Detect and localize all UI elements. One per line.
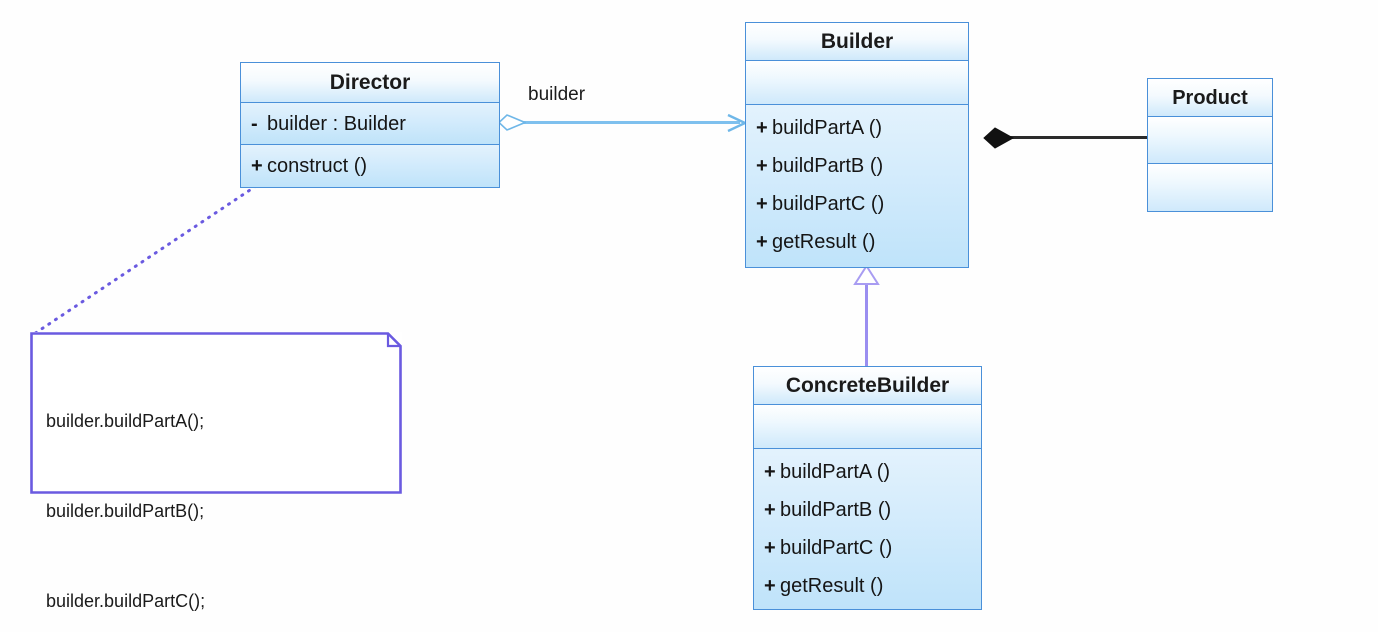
operation-text: construct () [267,155,368,177]
class-operation-row: +buildPartC () [746,185,968,223]
visibility-marker: + [251,155,263,177]
class-box-builder[interactable]: Builder +buildPartA () +buildPartB () +b… [745,22,969,268]
association-arrowhead-icon [727,113,746,133]
operation-text: getResult () [780,575,884,597]
association-line-director-builder [514,121,740,124]
class-title-product: Product [1148,79,1272,117]
class-operation-row: +buildPartC () [754,529,981,567]
class-operation-row: +buildPartB () [754,491,981,529]
composition-line-builder-product [1010,136,1150,139]
operation-text: buildPartB () [772,155,884,177]
class-operation-row: +buildPartA () [746,109,968,147]
note-box[interactable] [30,332,402,494]
class-attributes-product [1148,117,1272,164]
operation-text: getResult () [772,231,876,253]
visibility-marker: + [756,231,768,253]
generalization-line-concretebuilder-builder [865,282,868,368]
class-operation-row: +getResult () [754,567,981,605]
class-operations-builder: +buildPartA () +buildPartB () +buildPart… [746,105,968,267]
operation-text: buildPartB () [780,499,892,521]
visibility-marker: + [756,117,768,139]
visibility-marker: + [756,155,768,177]
note-content: builder.buildPartA(); builder.buildPartB… [46,346,386,632]
class-operations-product [1148,164,1272,211]
generalization-triangle-icon [853,264,880,285]
operation-text: buildPartC () [772,193,885,215]
class-box-director[interactable]: Director -builder : Builder +construct (… [240,62,500,188]
class-title-director: Director [241,63,499,103]
operation-text: buildPartA () [772,117,883,139]
class-attributes-director: -builder : Builder [241,103,499,145]
class-operation-row: +buildPartA () [754,453,981,491]
visibility-marker: + [764,499,776,521]
visibility-marker: - [251,113,258,135]
class-operation-row: +construct () [241,145,499,187]
class-operation-row: +getResult () [746,223,968,261]
class-box-product[interactable]: Product [1147,78,1273,212]
visibility-marker: + [764,461,776,483]
visibility-marker: + [764,575,776,597]
class-attributes-concretebuilder [754,405,981,449]
note-line: builder.buildPartC(); [46,591,206,611]
attribute-text: builder : Builder [267,113,406,135]
composition-diamond-icon [983,127,1015,149]
note-line: builder.buildPartB(); [46,501,205,521]
class-title-concretebuilder: ConcreteBuilder [754,367,981,405]
class-attributes-builder [746,61,968,105]
class-operations-concretebuilder: +buildPartA () +buildPartB () +buildPart… [754,449,981,609]
class-box-concretebuilder[interactable]: ConcreteBuilder +buildPartA () +buildPar… [753,366,982,610]
aggregation-diamond-icon [498,114,526,131]
class-operation-row: +buildPartB () [746,147,968,185]
visibility-marker: + [764,537,776,559]
operation-text: buildPartC () [780,537,893,559]
note-line: builder.buildPartA(); [46,411,205,431]
class-operations-director: +construct () [241,145,499,187]
note-anchor-line [32,184,258,336]
class-attribute-row: -builder : Builder [241,103,499,145]
visibility-marker: + [756,193,768,215]
operation-text: buildPartA () [780,461,891,483]
class-title-builder: Builder [746,23,968,61]
association-label-builder: builder [528,84,586,105]
